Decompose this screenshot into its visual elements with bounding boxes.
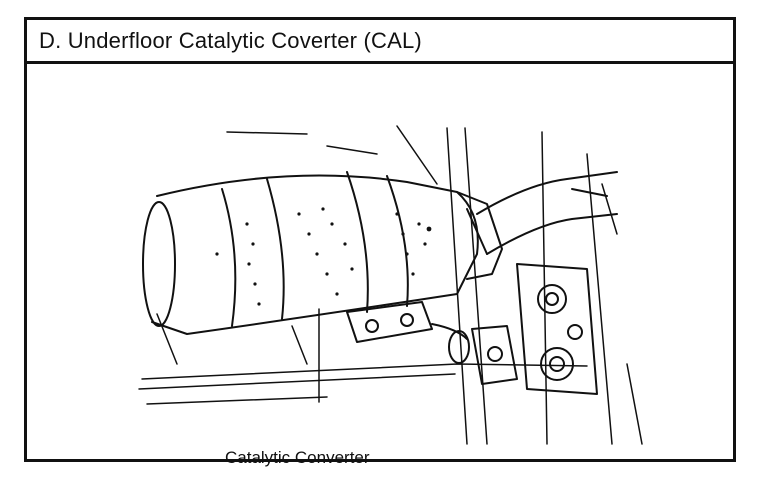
converter-body — [142, 171, 503, 335]
catalytic-converter-label: Catalytic Converter — [225, 448, 370, 467]
exhaust-illustration: Catalytic Converter — [27, 64, 733, 467]
title-bar: D. Underfloor Catalytic Coverter (CAL) — [27, 20, 733, 64]
mounting-bracket — [346, 263, 598, 395]
underbody-lines — [138, 125, 643, 445]
figure-title: D. Underfloor Catalytic Coverter (CAL) — [39, 28, 422, 53]
figure-frame: D. Underfloor Catalytic Coverter (CAL) — [24, 17, 736, 467]
exhaust-pipe — [476, 171, 618, 255]
heat-shield-perforations — [215, 207, 432, 306]
line-drawing — [138, 125, 643, 445]
